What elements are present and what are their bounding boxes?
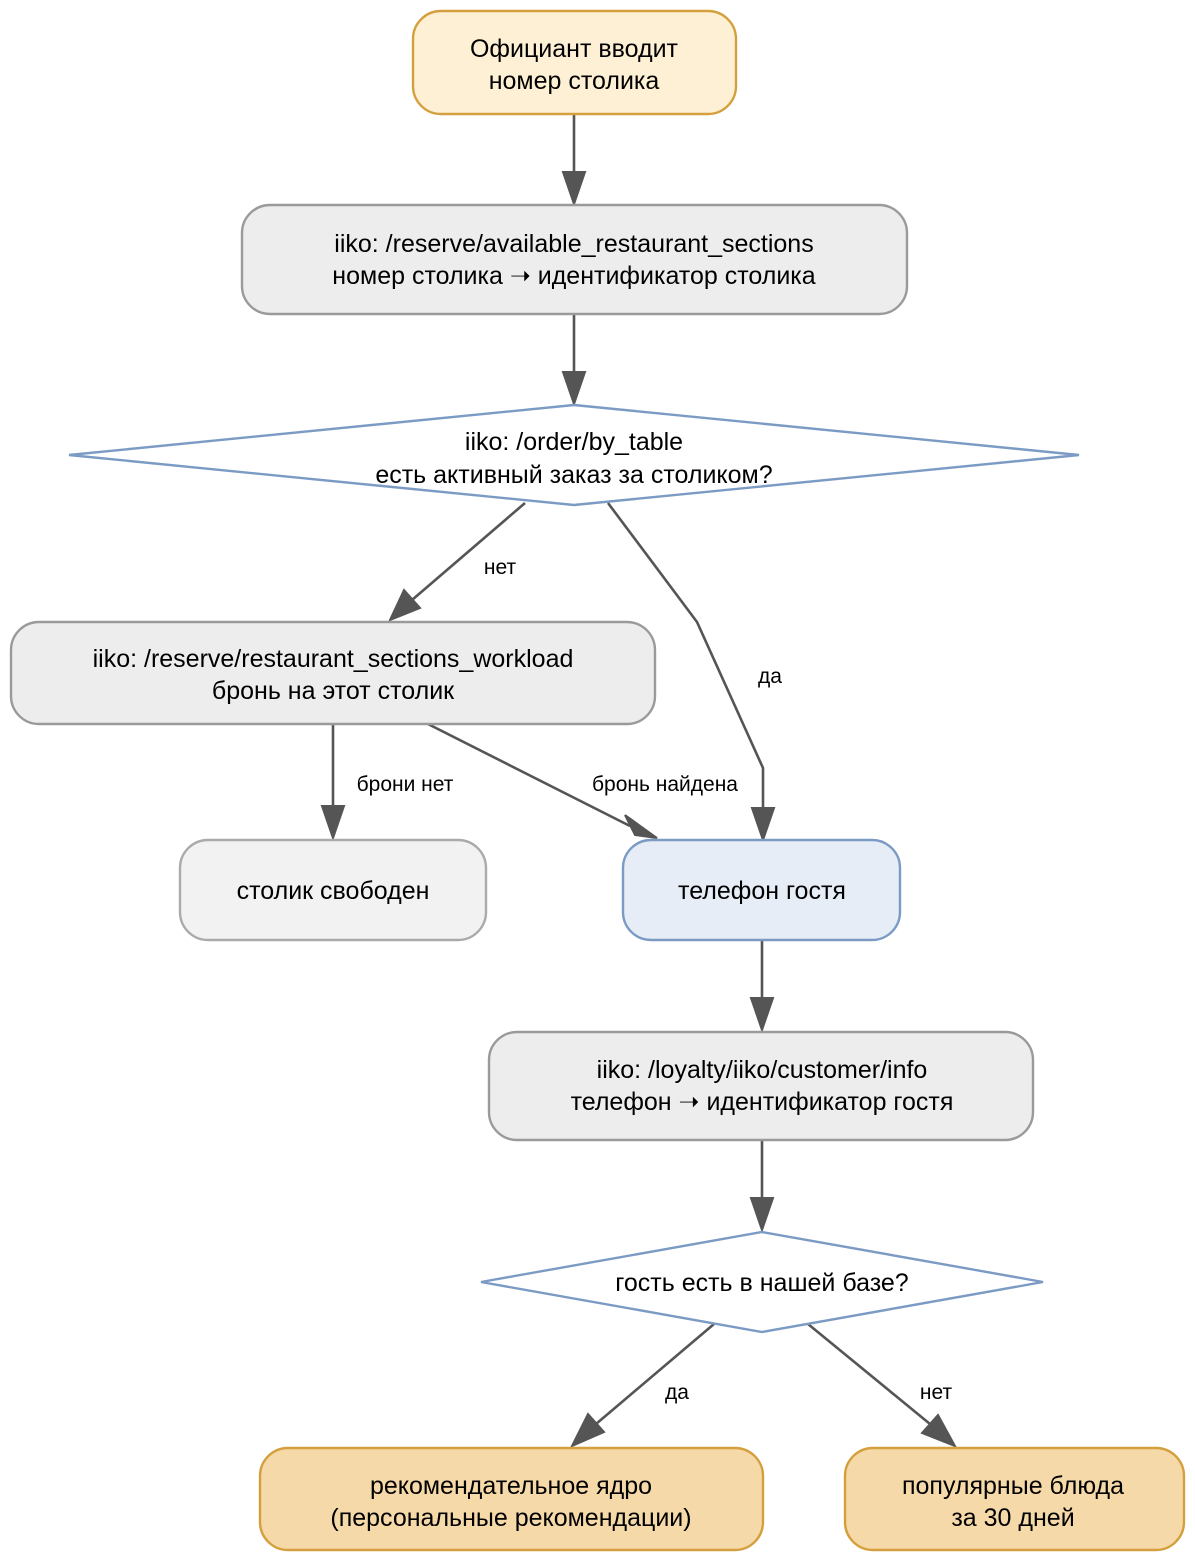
edge-guest-check-yes: да [569, 1323, 715, 1449]
edge-phone-to-customer-info [749, 940, 775, 1034]
node-customer-info-api-line-1: iiko: /loyalty/iiko/customer/info [597, 1056, 928, 1084]
node-table-free: столик свободен [178, 838, 488, 942]
node-order-check-decision: iiko: /order/by_table есть активный зака… [68, 403, 1080, 507]
node-sections-api-box [240, 203, 909, 316]
edge-label-order-no: нет [484, 556, 517, 579]
node-workload-api-box [9, 620, 657, 726]
node-workload-api-line-2: бронь на этот столик [212, 677, 455, 705]
node-guest-check-label: гость есть в нашей базе? [615, 1269, 908, 1297]
node-guest-phone-label: телефон гостя [678, 877, 846, 905]
node-popular-dishes-line-1: популярные блюда [902, 1472, 1124, 1500]
edge-sections-to-order-check [561, 314, 587, 408]
edge-customer-info-to-guest-check [749, 1140, 775, 1234]
node-recommendation-core: рекомендательное ядро (персональные реко… [258, 1446, 765, 1552]
edge-label-order-yes: да [758, 665, 782, 688]
edge-label-booking-none: брони нет [357, 773, 454, 796]
node-order-check-line-2: есть активный заказ за столиком? [375, 461, 772, 489]
node-popular-dishes-box [843, 1446, 1186, 1552]
edge-guest-check-no: нет [807, 1322, 958, 1448]
node-table-free-box [178, 838, 488, 942]
edge-order-check-yes: да [606, 502, 782, 844]
edge-label-guest-yes: да [665, 1381, 689, 1404]
node-guest-phone-box [621, 838, 902, 942]
node-start-box [411, 9, 738, 116]
node-sections-api-line-2: номер столика ➝ идентификатор столика [332, 262, 815, 290]
node-sections-api-line-1: iiko: /reserve/available_restaurant_sect… [334, 230, 813, 258]
node-recommendation-core-line-2: (персональные рекомендации) [330, 1504, 691, 1532]
node-customer-info-api-box [487, 1030, 1035, 1142]
node-guest-check-decision: гость есть в нашей базе? [480, 1230, 1044, 1334]
node-start-line-2: номер столика [489, 67, 660, 95]
node-sections-api: iiko: /reserve/available_restaurant_sect… [240, 203, 909, 316]
node-popular-dishes-line-2: за 30 дней [951, 1504, 1074, 1532]
node-order-check-diamond [68, 403, 1080, 507]
node-guest-phone: телефон гостя [621, 838, 902, 942]
node-start-line-1: Официант вводит [470, 35, 679, 63]
node-recommendation-core-line-1: рекомендательное ядро [370, 1472, 652, 1500]
node-workload-api-line-1: iiko: /reserve/restaurant_sections_workl… [93, 645, 574, 673]
node-order-check-line-1: iiko: /order/by_table [465, 428, 683, 456]
node-customer-info-api-line-2: телефон ➝ идентификатор гостя [571, 1088, 954, 1116]
edge-workload-booking-found: бронь найдена [427, 722, 738, 839]
node-customer-info-api: iiko: /loyalty/iiko/customer/info телефо… [487, 1030, 1035, 1142]
node-popular-dishes: популярные блюда за 30 дней [843, 1446, 1186, 1552]
node-table-free-label: столик свободен [237, 877, 430, 905]
node-guest-check-diamond [480, 1230, 1044, 1334]
node-recommendation-core-box [258, 1446, 765, 1552]
edge-workload-no-booking: брони нет [320, 724, 454, 842]
edge-order-check-no: нет [388, 502, 526, 622]
edge-label-booking-found: бронь найдена [592, 773, 738, 796]
node-start: Официант вводит номер столика [411, 9, 738, 116]
edge-start-to-sections [561, 114, 587, 208]
node-workload-api: iiko: /reserve/restaurant_sections_workl… [9, 620, 657, 726]
edge-label-guest-no: нет [920, 1381, 953, 1404]
